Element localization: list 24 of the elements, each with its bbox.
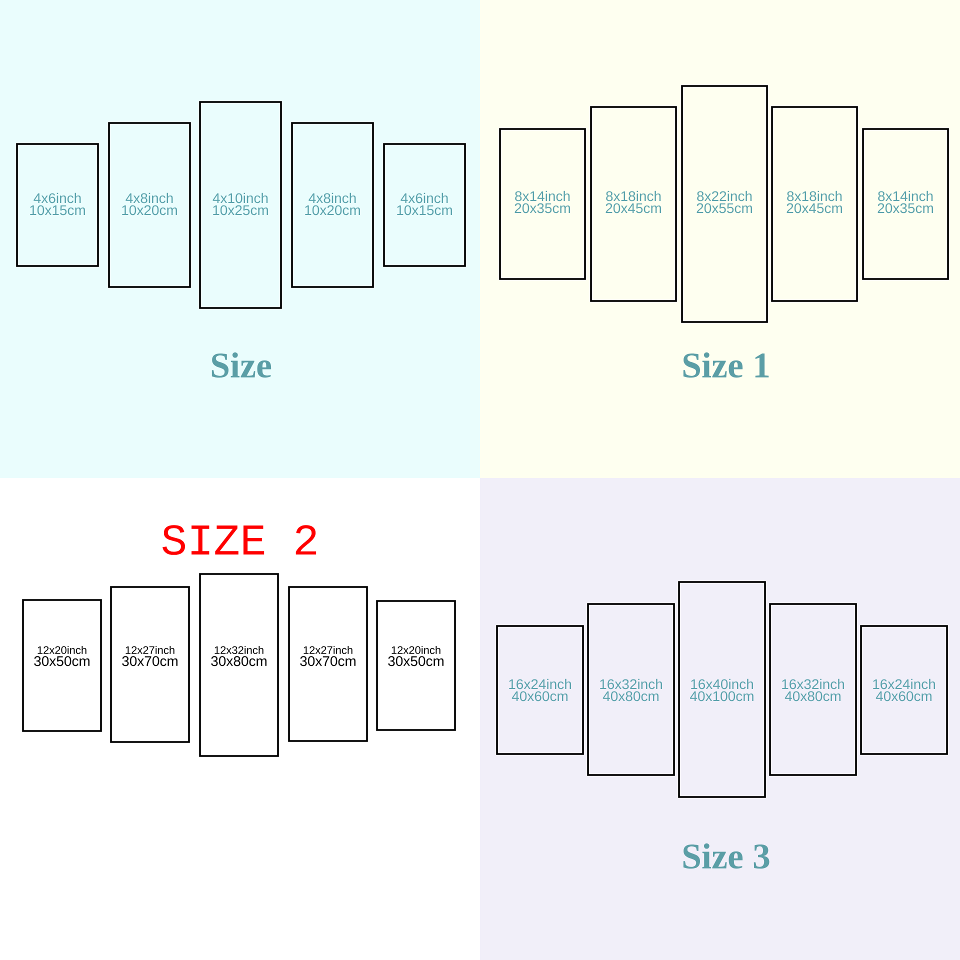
canvas-panel: 16x32inch 40x80cm bbox=[769, 603, 857, 776]
canvas-panel: 16x24inch 40x60cm bbox=[496, 625, 584, 755]
canvas-panel: 16x32inch 40x80cm bbox=[587, 603, 675, 776]
canvas-panel: 12x20inch 30x50cm bbox=[22, 599, 102, 732]
canvas-panel: 4x8inch 10x20cm bbox=[108, 122, 191, 288]
canvas-panel: 4x8inch 10x20cm bbox=[291, 122, 374, 288]
canvas-panel: 16x24inch 40x60cm bbox=[860, 625, 948, 755]
canvas-panel: 8x18inch 20x45cm bbox=[771, 106, 858, 302]
size-heading: Size 3 bbox=[683, 843, 770, 869]
canvas-panel: 4x10inch 10x25cm bbox=[199, 101, 282, 309]
canvas-panel: 4x6inch 10x15cm bbox=[16, 143, 99, 267]
canvas-panel: 12x20inch 30x50cm bbox=[376, 600, 456, 731]
canvas-panel: 12x27inch 30x70cm bbox=[288, 586, 368, 742]
canvas-panel: 16x40inch 40x100cm bbox=[678, 581, 766, 798]
size-heading: SIZE 2 bbox=[162, 525, 316, 555]
canvas-panel: 8x22inch 20x55cm bbox=[681, 85, 768, 323]
size-heading: Size bbox=[212, 352, 272, 378]
canvas-panel: 4x6inch 10x15cm bbox=[383, 143, 466, 267]
canvas-panel: 8x18inch 20x45cm bbox=[590, 106, 677, 302]
canvas-panel: 8x14inch 20x35cm bbox=[862, 128, 949, 280]
size-heading: Size 1 bbox=[683, 352, 769, 378]
canvas-panel: 12x32inch 30x80cm bbox=[199, 573, 279, 757]
canvas-panel: 8x14inch 20x35cm bbox=[499, 128, 586, 280]
canvas-panel: 12x27inch 30x70cm bbox=[110, 586, 190, 743]
